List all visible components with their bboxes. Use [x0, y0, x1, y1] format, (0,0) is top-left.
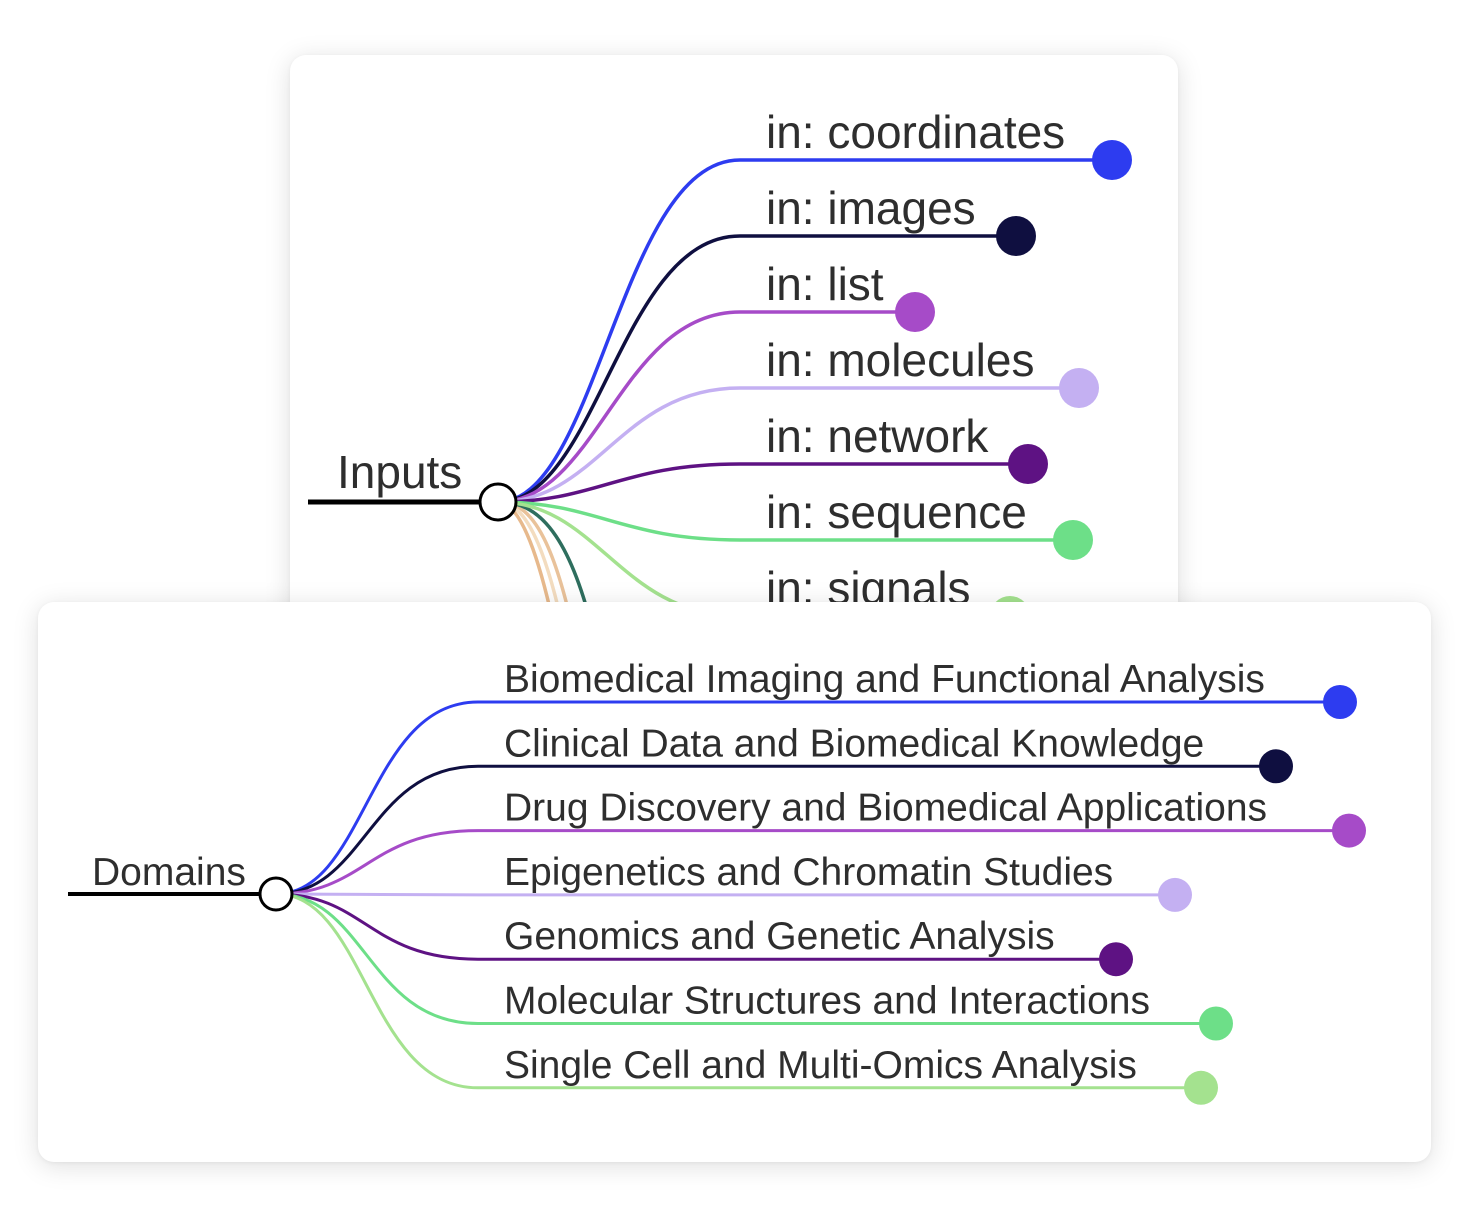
inputs-tree: in: coordinates in: images in: list in: mol…	[308, 106, 1132, 655]
domains-branch-label: Genomics and Genetic Analysis	[504, 915, 1055, 958]
domains-branch-label: Single Cell and Multi-Omics Analysis	[504, 1044, 1137, 1087]
domains-branch-label: Epigenetics and Chromatin Studies	[504, 851, 1113, 894]
domains-branch-epigenetics-and-chromatin-studies	[275, 892, 1175, 897]
domains-tree: Biomedical Imaging and Functional Analys…	[68, 658, 1366, 1105]
inputs-branch-label: in: network	[766, 410, 989, 462]
domains-branch-label: Drug Discovery and Biomedical Applicatio…	[504, 787, 1267, 830]
inputs-branch-in-molecules	[497, 386, 1079, 504]
domains-branch-genomics-and-genetic-analysis	[275, 892, 1116, 961]
domains-leaf-node[interactable]	[1158, 877, 1192, 912]
inputs-leaf-node[interactable]	[895, 292, 935, 332]
inputs-branch-label: in: molecules	[766, 334, 1034, 386]
domains-tree-card: Biomedical Imaging and Functional Analys…	[38, 602, 1431, 1162]
inputs-leaf-node[interactable]	[996, 216, 1036, 256]
inputs-branch-in-images	[497, 234, 1016, 504]
inputs-leaf-node[interactable]	[1053, 520, 1093, 560]
inputs-root-label: Inputs	[337, 446, 462, 498]
inputs-branch-label: in: coordinates	[766, 106, 1065, 158]
domains-branch-label: Biomedical Imaging and Functional Analys…	[504, 658, 1265, 701]
inputs-leaf-node[interactable]	[1059, 368, 1099, 408]
domains-leaf-node[interactable]	[1332, 813, 1366, 848]
domains-branch-molecular-structures-and-interactions	[275, 892, 1216, 1025]
domains-leaf-node[interactable]	[1323, 685, 1357, 719]
domains-leaf-node[interactable]	[1259, 749, 1293, 784]
inputs-tree-card: in: coordinates in: images in: list in: mol…	[290, 55, 1178, 655]
domains-leaf-node[interactable]	[1184, 1070, 1218, 1105]
inputs-branch-label: in: list	[766, 258, 884, 310]
inputs-branch-in-sequence	[497, 500, 1073, 542]
inputs-root-node[interactable]	[478, 482, 518, 522]
inputs-branch-in-network	[497, 462, 1028, 504]
inputs-branch-in-list	[497, 310, 915, 504]
domains-root-label: Domains	[92, 851, 246, 894]
domains-root-node[interactable]	[258, 876, 294, 912]
domains-branch-clinical-data-and-biomedical-knowledge	[275, 764, 1276, 896]
domains-branch-biomedical-imaging-and-functional-analysis	[275, 700, 1340, 896]
domains-branch-label: Molecular Structures and Interactions	[504, 980, 1150, 1023]
domains-leaf-node[interactable]	[1099, 942, 1133, 977]
inputs-leaf-node[interactable]	[1008, 444, 1048, 484]
inputs-branch-label: in: images	[766, 182, 976, 234]
domains-branch-single-cell-and-multi-omics-analysis	[275, 892, 1201, 1090]
domains-leaf-node[interactable]	[1199, 1006, 1233, 1041]
inputs-branch-in-coordinates	[497, 158, 1112, 504]
domains-branch-label: Clinical Data and Biomedical Knowledge	[504, 722, 1204, 765]
inputs-branch-label: in: sequence	[766, 486, 1027, 538]
inputs-leaf-node[interactable]	[1092, 140, 1132, 180]
domains-branch-drug-discovery-and-biomedical-applications	[275, 829, 1349, 896]
